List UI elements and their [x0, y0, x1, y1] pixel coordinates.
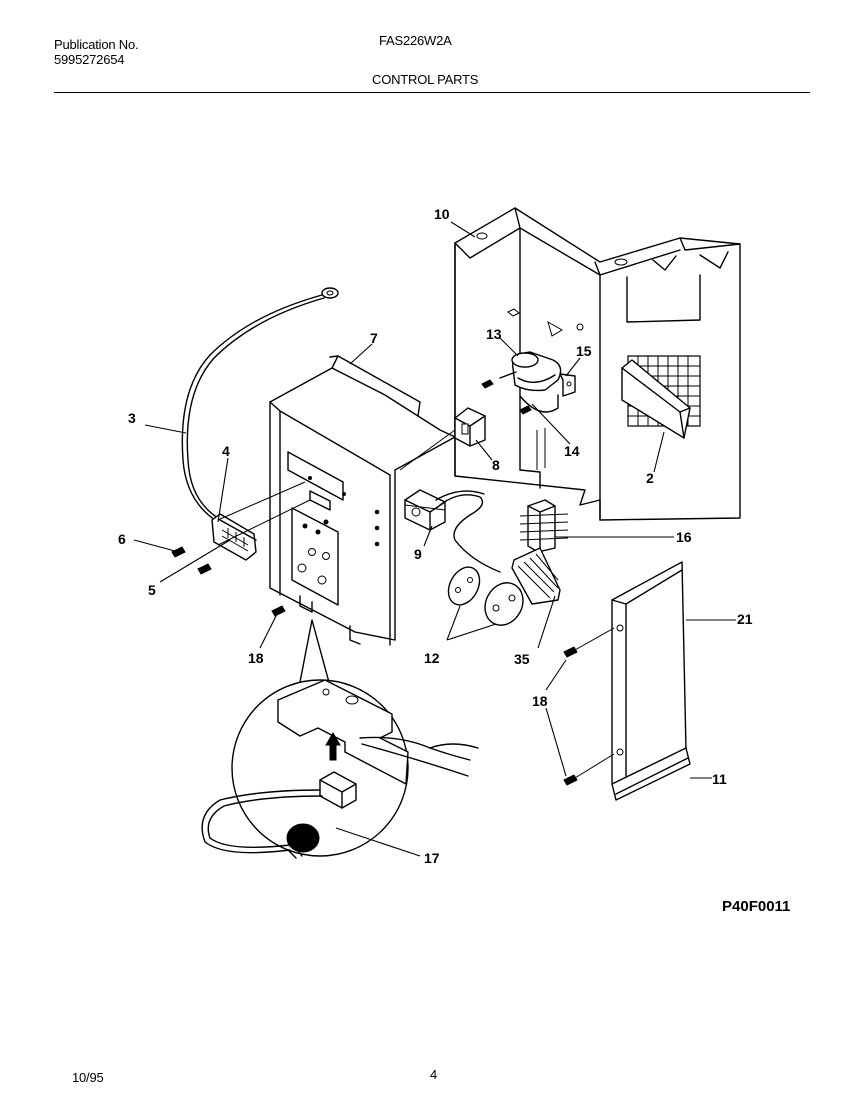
callout-12: 12 [424, 650, 440, 666]
callout-15: 15 [576, 343, 592, 359]
assembly-lines [217, 429, 456, 546]
publication-label: Publication No. [54, 37, 139, 52]
callout-16: 16 [676, 529, 692, 545]
switch-part-8 [454, 407, 486, 447]
callout-2: 2 [646, 470, 654, 486]
callout-8: 8 [492, 457, 500, 473]
callout-21: 21 [737, 611, 753, 627]
callout-4: 4 [222, 443, 230, 459]
callout-5: 5 [148, 582, 156, 598]
thermostat-part-9 [404, 489, 501, 573]
ground-wire-part-3 [181, 287, 339, 521]
page-number: 4 [430, 1067, 438, 1082]
callout-9: 9 [414, 546, 422, 562]
heater-part-35 [511, 547, 561, 605]
callout-6: 6 [118, 531, 126, 547]
callout-14: 14 [564, 443, 580, 459]
callout-10: 10 [434, 206, 450, 222]
screw-part-6 [171, 546, 186, 558]
callout-13: 13 [486, 326, 502, 342]
callout-3: 3 [128, 410, 136, 426]
side-panel-part-21 [611, 561, 687, 791]
knobs-part-12 [447, 566, 524, 626]
callout-11: 11 [712, 771, 727, 787]
callout-7: 7 [370, 330, 378, 346]
control-box-part-7 [269, 355, 456, 646]
strap-part-14 [519, 394, 559, 415]
callout-18-panel: 18 [532, 693, 548, 709]
header-rule [54, 92, 810, 93]
screws-part-18-panel [563, 627, 615, 786]
capacitor-part-13 [481, 351, 562, 392]
screw-part-5 [197, 563, 212, 575]
figure-code: P40F0011 [722, 898, 791, 915]
callout-35: 35 [514, 651, 530, 667]
detail-magnifier [201, 619, 479, 859]
footer-date: 10/95 [72, 1070, 104, 1085]
model-number: FAS226W2A [379, 33, 452, 48]
callout-17: 17 [424, 850, 440, 866]
filter-part-2 [621, 359, 691, 439]
section-title: CONTROL PARTS [372, 72, 479, 87]
bracket-part-15 [559, 373, 576, 397]
screw-part-18-box [271, 605, 286, 617]
control-console-part-10 [454, 207, 741, 521]
terminal-part-16 [519, 499, 569, 553]
bottom-trim-part-11 [611, 747, 691, 801]
leader-lines [133, 221, 736, 857]
callout-18-box: 18 [248, 650, 264, 666]
publication-number: 5995272654 [54, 52, 125, 67]
